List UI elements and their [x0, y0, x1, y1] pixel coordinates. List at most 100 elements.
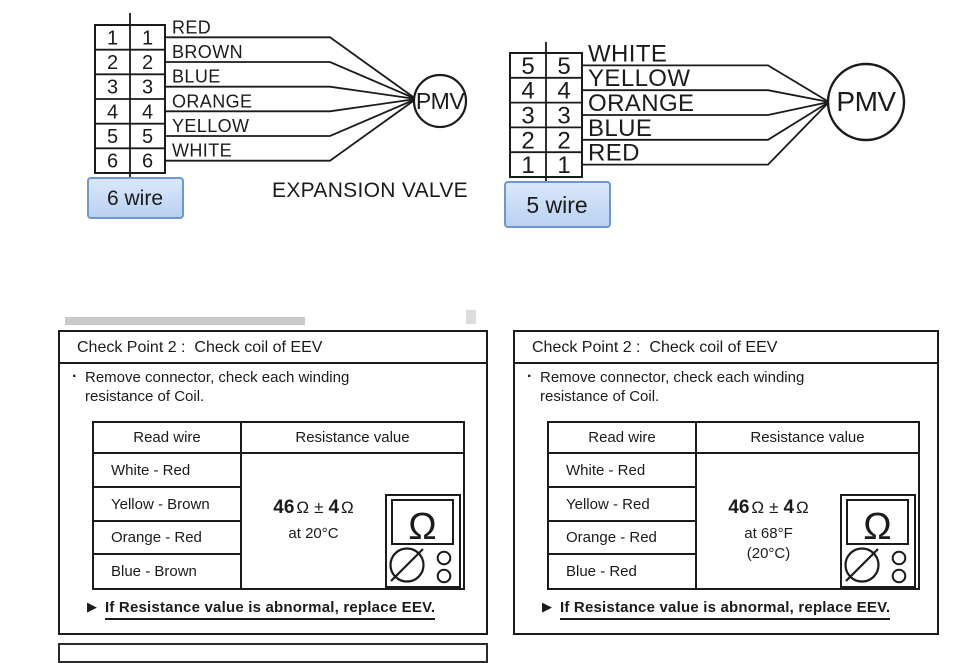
pin-number: 1	[521, 152, 534, 179]
pin-number: 3	[142, 77, 153, 99]
wire-color-label: ORANGE	[172, 91, 252, 111]
column-header-resistance: Resistance value	[750, 429, 865, 446]
wire-color-label: RED	[172, 17, 211, 37]
arrow-right-icon: ▶	[87, 599, 97, 614]
pin-number: 5	[107, 126, 118, 148]
ohm-unit: Ω	[796, 498, 809, 517]
wire-line	[165, 85, 417, 100]
row-divider	[94, 486, 240, 488]
instruction-line: resistance of Coil.	[85, 388, 205, 405]
meter-terminal	[891, 550, 907, 566]
six-wire-pins: 1 1 2 2 3 3 4 4 5 5 6 6	[107, 27, 153, 172]
ohm-unit: Ω	[341, 498, 354, 517]
meter-dial	[389, 547, 425, 583]
row-divider	[549, 553, 695, 555]
meter-dial	[844, 547, 880, 583]
ohm-unit: Ω	[296, 498, 310, 517]
meter-terminal	[436, 550, 452, 566]
resistance-table: Read wire Resistance value White - Red Y…	[92, 421, 465, 590]
pin-number: 4	[557, 78, 570, 105]
wire-line	[165, 36, 417, 100]
ohm-symbol: Ω	[863, 506, 891, 548]
wire-color-label: ORANGE	[588, 90, 694, 117]
checkpoint-box-right: Check Point 2 : Check coil of EEV · Remo…	[513, 330, 939, 635]
badge-label: 6 wire	[107, 187, 163, 210]
table-row: Yellow - Brown	[111, 495, 210, 513]
table-row: Yellow - Red	[566, 495, 650, 513]
ohm-symbol: Ω	[408, 506, 436, 548]
tolerance-value: 4	[783, 497, 795, 518]
pin-number: 2	[557, 127, 570, 154]
pmv-valve-circle	[412, 73, 468, 129]
five-wire-badge: 5 wire	[504, 181, 611, 228]
wire-line	[582, 101, 830, 116]
wire-color-label: YELLOW	[172, 116, 249, 136]
temperature-condition: (20°C)	[746, 545, 791, 562]
six-wire-badge: 6 wire	[87, 177, 184, 219]
wire-color-label: RED	[588, 140, 640, 167]
pin-number: 2	[142, 52, 153, 74]
bullet: ·	[527, 368, 533, 385]
wire-color-label: BLUE	[588, 115, 652, 142]
pmv-label: PMV	[836, 86, 896, 117]
wire-color-label: YELLOW	[588, 65, 690, 92]
table-header-divider	[94, 452, 463, 454]
pin-number: 5	[142, 126, 153, 148]
instruction-line: Remove connector, check each winding	[85, 369, 350, 386]
pin-number: 3	[521, 103, 534, 130]
checkpoint-box-left: Check Point 2 : Check coil of EEV · Remo…	[58, 330, 488, 635]
five-wire-pins: 5 5 4 4 3 3 2 2 1 1	[521, 53, 570, 179]
plus-minus: ±	[314, 498, 324, 517]
pin-number: 1	[107, 27, 118, 49]
table-row: White - Red	[111, 461, 191, 479]
column-header-read-wire: Read wire	[133, 429, 201, 446]
pin-number: 4	[107, 101, 118, 123]
pmv-valve-circle	[826, 62, 906, 142]
pin-number: 6	[107, 151, 118, 173]
next-checkpoint-box-partial	[58, 643, 488, 663]
pin-number: 1	[557, 152, 570, 179]
checkpoint-title: Check Point 2 : Check coil of EEV	[60, 332, 486, 364]
row-divider	[94, 520, 240, 522]
wire-line	[582, 101, 830, 141]
pin-number: 5	[521, 53, 534, 80]
scan-artifact	[466, 310, 476, 324]
ohmmeter-icon: Ω	[840, 494, 916, 588]
warning-note: ▶If Resistance value is abnormal, replac…	[542, 599, 891, 620]
table-column-divider	[240, 423, 242, 588]
table-column-divider	[695, 423, 697, 588]
six-wire-diagram	[94, 13, 417, 179]
scan-artifact	[65, 317, 305, 325]
temperature-condition: at 68°F	[744, 525, 793, 542]
wire-line	[165, 61, 417, 100]
pin-number: 4	[521, 78, 534, 105]
five-wire-diagram	[509, 42, 830, 186]
arrow-right-icon: ▶	[542, 599, 552, 614]
wire-line	[165, 98, 417, 137]
row-divider	[549, 486, 695, 488]
bullet: ·	[72, 368, 78, 385]
row-divider	[549, 520, 695, 522]
table-row: Orange - Red	[566, 529, 657, 546]
six-wire-labels: RED BROWN BLUE ORANGE YELLOW WHITE	[172, 17, 252, 160]
badge-label: 5 wire	[526, 192, 587, 218]
wire-color-label: WHITE	[588, 40, 667, 67]
wire-color-label: BLUE	[172, 67, 221, 87]
tolerance-value: 4	[328, 497, 340, 518]
wire-color-label: BROWN	[172, 42, 243, 62]
pin-number: 6	[142, 151, 153, 173]
warning-text: If Resistance value is abnormal, replace…	[105, 599, 436, 620]
meter-dial-pointer	[390, 548, 424, 582]
ohmmeter-icon: Ω	[385, 494, 461, 588]
pin-number: 3	[107, 77, 118, 99]
wire-line	[582, 89, 830, 103]
temperature-condition: at 20°C	[288, 525, 339, 542]
wiring-diagram: 1 1 2 2 3 3 4 4 5 5 6 6 RED BROWN BLUE O…	[87, 13, 906, 228]
resistance-table: Read wire Resistance value White - Red Y…	[547, 421, 920, 590]
pin-number: 5	[557, 53, 570, 80]
wire-line	[165, 98, 417, 162]
meter-terminal	[436, 568, 452, 584]
